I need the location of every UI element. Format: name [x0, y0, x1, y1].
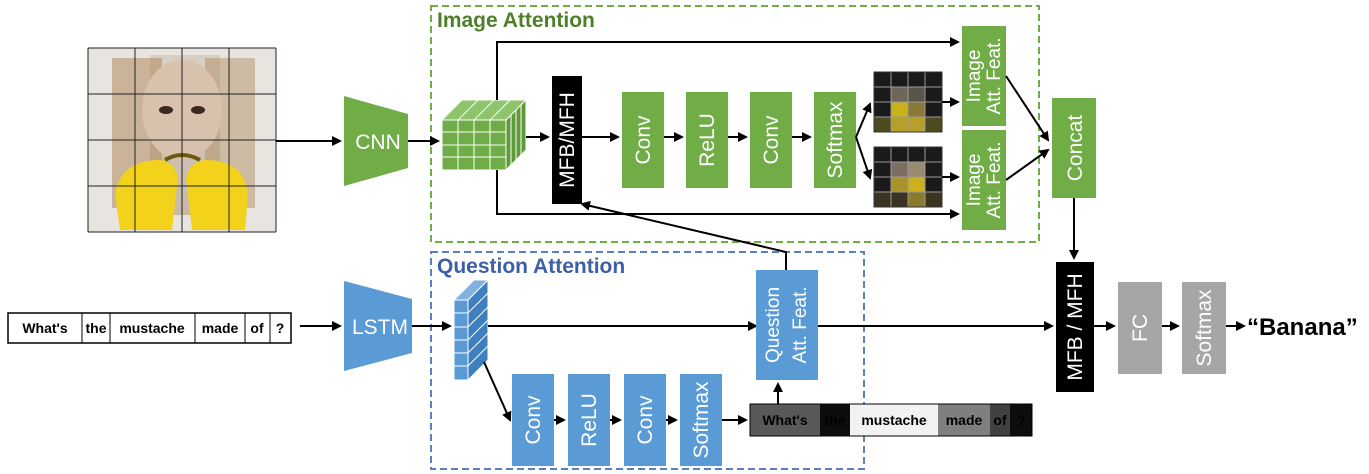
image-feature-map — [440, 98, 528, 172]
question-relu-block — [568, 374, 610, 466]
question-att-feat-line2: Att. Feat. — [790, 286, 811, 363]
image-att-feat-2-line2: Att. Feat. — [984, 141, 1005, 218]
question-token-4: of — [250, 320, 264, 336]
image-fusion-label: MFB/MFH — [556, 92, 579, 188]
weighted-token-4: of — [993, 412, 1007, 428]
weighted-token-3: made — [946, 412, 983, 428]
final-softmax-label: Softmax — [1193, 289, 1216, 367]
image-att-feat-1-line2: Att. Feat. — [984, 37, 1005, 114]
lstm-label: LSTM — [352, 316, 408, 339]
question-att-feat-line1: Question — [763, 287, 784, 363]
question-token-5: ? — [276, 320, 285, 336]
question-conv2-label: Conv — [634, 395, 657, 445]
cnn-label: CNN — [355, 131, 401, 154]
question-conv1-block — [512, 374, 554, 466]
attention-map-2 — [873, 146, 943, 208]
image-att-feat-2-line1: Image — [964, 154, 985, 207]
question-attention-weights: What's the mustache made of ? — [749, 403, 1033, 437]
question-softmax-block — [680, 374, 722, 466]
image-attention-box — [430, 5, 1040, 243]
question-token-0: What's — [22, 320, 68, 336]
lstm-block — [344, 281, 412, 371]
weighted-token-1: the — [825, 412, 846, 428]
question-attention-box — [430, 251, 865, 470]
concat-label: Concat — [1064, 115, 1087, 182]
question-token-2: mustache — [119, 320, 185, 336]
question-softmax-label: Softmax — [690, 381, 713, 459]
fc-block — [1118, 282, 1162, 374]
cnn-block — [344, 96, 408, 186]
image-conv1-block — [622, 92, 664, 188]
image-att-feat-1-line1: Image — [964, 50, 985, 103]
image-softmax-label: Softmax — [824, 101, 847, 179]
fc-label: FC — [1129, 314, 1152, 342]
question-att-feat-block — [756, 270, 818, 380]
attention-map-1 — [873, 71, 943, 133]
image-att-feat-1-block — [962, 26, 1006, 126]
question-feature-map — [452, 278, 490, 382]
question-attention-title: Question Attention — [437, 255, 625, 278]
image-relu-block — [686, 92, 728, 188]
image-att-feat-2-block — [962, 130, 1006, 230]
input-image — [87, 47, 277, 233]
final-fusion-label: MFB / MFH — [1064, 273, 1087, 380]
question-token-1: the — [86, 320, 107, 336]
concat-block — [1052, 98, 1096, 198]
image-fusion-block — [552, 76, 582, 204]
image-attention-title: Image Attention — [437, 9, 595, 32]
image-softmax-block — [814, 92, 856, 188]
weighted-token-5: ? — [1017, 412, 1026, 428]
final-fusion-block — [1056, 262, 1094, 392]
question-conv1-label: Conv — [522, 395, 545, 445]
weighted-token-0: What's — [762, 412, 808, 428]
answer-text: “Banana” — [1247, 314, 1358, 341]
question-conv2-block — [624, 374, 666, 466]
image-conv1-label: Conv — [632, 115, 655, 165]
image-relu-label: ReLU — [696, 113, 719, 167]
question-relu-label: ReLU — [578, 393, 601, 447]
weighted-token-2: mustache — [861, 412, 927, 428]
final-softmax-block — [1182, 282, 1226, 374]
question-token-3: made — [202, 320, 239, 336]
image-conv2-block — [750, 92, 792, 188]
question-input: What's the mustache made of ? — [7, 312, 292, 344]
image-conv2-label: Conv — [760, 115, 783, 165]
